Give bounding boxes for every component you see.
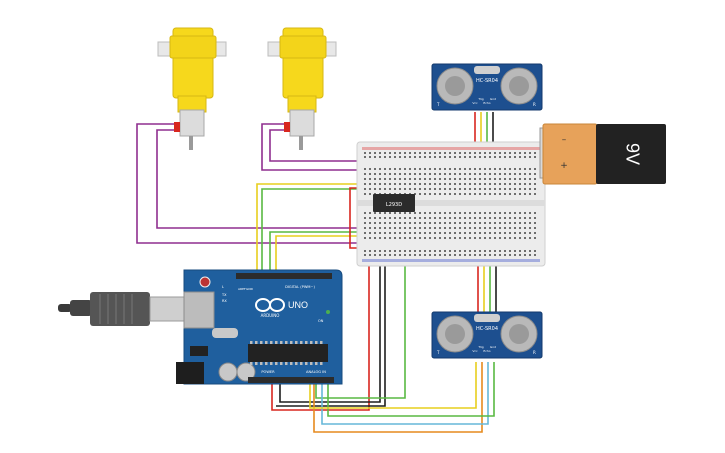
wire-black-bb-3 bbox=[276, 252, 386, 407]
rx-label: RX bbox=[222, 299, 227, 303]
battery-neg-symbol: – bbox=[562, 135, 567, 145]
tx-label: TX bbox=[221, 293, 227, 297]
analog-label: ANALOG IN bbox=[306, 370, 326, 374]
wire-red-ard bbox=[271, 248, 370, 411]
sensor-top-corner-t: T bbox=[436, 102, 440, 107]
arduino-logo bbox=[255, 298, 285, 312]
wire-s2-blue bbox=[321, 362, 489, 425]
wire-black-bb-2 bbox=[279, 252, 381, 403]
aref-label: AREF bbox=[238, 287, 246, 291]
wire-green-analog bbox=[315, 252, 406, 399]
wire-s2-green bbox=[327, 362, 495, 417]
sensor-bottom-corner-r: R bbox=[533, 350, 536, 355]
arduino-uno: UNO ARDUINO DIGITAL (PWM~) POWER ANALOG … bbox=[176, 269, 343, 385]
sensor-bottom-label: HC-SR04 bbox=[476, 326, 498, 332]
sensor-top-pin-trig: Trig bbox=[477, 97, 483, 101]
l293d-chip: L293D bbox=[373, 194, 415, 212]
sensor-bottom-pin-echo: Echo bbox=[483, 349, 490, 353]
ic-label: L293D bbox=[386, 202, 402, 208]
sensor-top-pin-vcc: Vcc bbox=[472, 101, 478, 105]
gnd-label: GND bbox=[246, 287, 254, 291]
sensor-bottom-pin-trig: Trig bbox=[477, 345, 483, 349]
on-label: ON bbox=[318, 319, 324, 323]
left-motor bbox=[157, 27, 227, 150]
ultrasonic-sensor-top: HC-SR04 Vcc Trig Echo Gnd T R bbox=[431, 63, 543, 111]
sensor-bottom-pin-gnd: Gnd bbox=[490, 345, 496, 349]
wire-d-green-1 bbox=[261, 188, 380, 273]
sensor-bottom-corner-t: T bbox=[436, 350, 440, 355]
wire-motor1-b bbox=[156, 129, 388, 229]
digital-label: DIGITAL (PWM~) bbox=[285, 285, 315, 289]
arduino-brand: UNO bbox=[288, 300, 308, 310]
power-label: POWER bbox=[261, 370, 275, 374]
wire-s2-yellow bbox=[309, 362, 477, 409]
sensor-top-label: HC-SR04 bbox=[476, 78, 498, 84]
l-led-label: L bbox=[222, 285, 224, 289]
right-motor bbox=[267, 27, 337, 150]
battery-9v: 9V – + bbox=[539, 123, 666, 185]
usb-cable bbox=[58, 292, 187, 326]
arduino-sub: ARDUINO bbox=[261, 313, 280, 318]
ultrasonic-sensor-bottom: HC-SR04 Vcc Trig Echo Gnd T R bbox=[431, 311, 543, 359]
sensor-top-pin-gnd: Gnd bbox=[490, 97, 496, 101]
battery-label: 9V bbox=[622, 143, 642, 165]
breadboard bbox=[356, 141, 546, 267]
sensor-bottom-pin-vcc: Vcc bbox=[472, 349, 478, 353]
wire-motor2-a bbox=[261, 123, 392, 171]
sensor-top-pin-echo: Echo bbox=[483, 101, 490, 105]
breadboard-holes bbox=[364, 152, 536, 256]
battery-pos-symbol: + bbox=[560, 161, 568, 171]
wire-s2-orange bbox=[313, 362, 483, 433]
wire-d-green-2 bbox=[269, 231, 398, 273]
sensor-top-corner-r: R bbox=[533, 102, 536, 107]
atmega-pins bbox=[250, 341, 323, 365]
